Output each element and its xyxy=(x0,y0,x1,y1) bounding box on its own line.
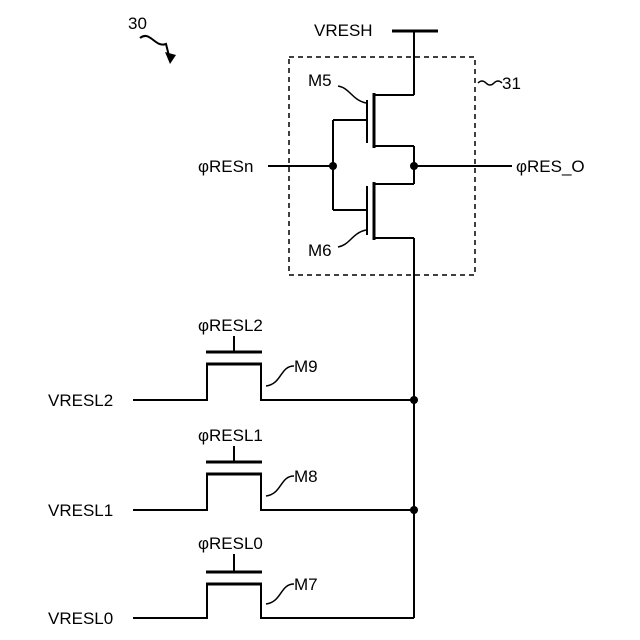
figure-ref-arrowhead xyxy=(165,52,176,64)
m9-node-dot xyxy=(410,396,418,404)
m9-label-leader xyxy=(266,366,294,386)
figure-ref-number: 30 xyxy=(128,14,147,33)
block-ref-leader xyxy=(478,81,502,85)
m9-label: M9 xyxy=(294,357,318,376)
source-l0-label: VRESL0 xyxy=(48,609,113,628)
m6-label-leader xyxy=(338,230,366,247)
input-label: φRESn xyxy=(198,157,253,176)
gate-l0-label: φRESL0 xyxy=(198,534,263,553)
m5-label-leader xyxy=(338,86,366,103)
m8-body-wire xyxy=(133,474,414,510)
gate-l2-label: φRESL2 xyxy=(198,316,263,335)
m8-label: M8 xyxy=(294,467,318,486)
m8-label-leader xyxy=(266,476,294,496)
m9-body-wire xyxy=(133,364,414,400)
gate-l1-label: φRESL1 xyxy=(198,426,263,445)
input-node-dot xyxy=(329,162,337,170)
source-l1-label: VRESL1 xyxy=(48,501,113,520)
output-node-dot xyxy=(410,162,418,170)
block-ref-label: 31 xyxy=(502,74,521,93)
m6-label: M6 xyxy=(308,241,332,260)
figure-ref-leader xyxy=(140,36,170,60)
output-label: φRES_O xyxy=(516,157,585,176)
m7-label-leader xyxy=(266,584,294,604)
source-l2-label: VRESL2 xyxy=(48,391,113,410)
m7-label: M7 xyxy=(294,575,318,594)
m5-label: M5 xyxy=(308,71,332,90)
supply-label: VRESH xyxy=(314,21,373,40)
m8-node-dot xyxy=(410,506,418,514)
